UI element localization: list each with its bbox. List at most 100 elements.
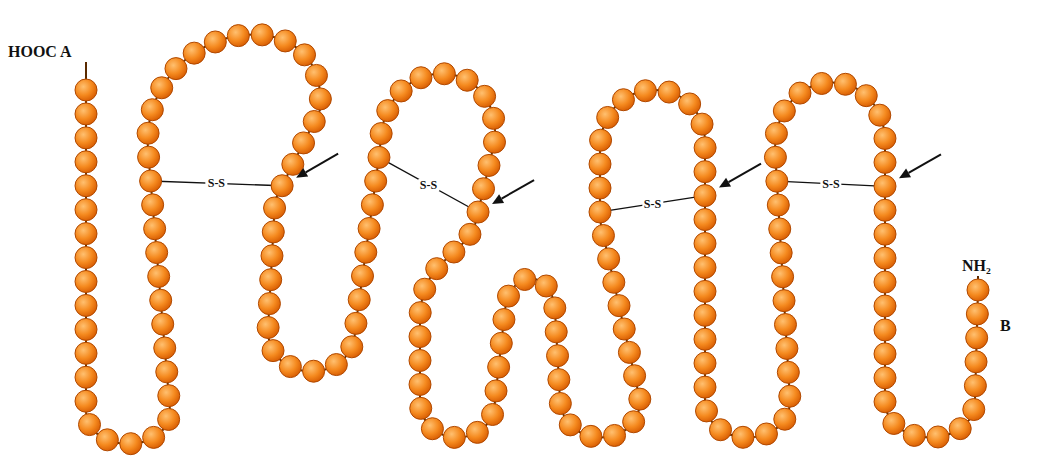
amino-acid-bead — [303, 360, 325, 382]
amino-acid-bead — [779, 385, 801, 407]
amino-acid-bead — [365, 170, 387, 192]
amino-acid-bead — [75, 390, 97, 412]
amino-acid-bead — [257, 317, 279, 339]
amino-acid-bead — [658, 81, 680, 103]
disulfide-label: S-S — [206, 177, 227, 189]
amino-acid-bead — [459, 223, 481, 245]
amino-acid-bead — [75, 342, 97, 364]
amino-acid-bead — [777, 361, 799, 383]
amino-acid-bead — [694, 376, 716, 398]
amino-acid-bead — [140, 170, 162, 192]
amino-acid-bead — [482, 403, 504, 425]
amino-acid-bead — [694, 304, 716, 326]
amino-acid-bead — [156, 361, 178, 383]
amino-acid-bead — [549, 393, 571, 415]
terminus-label: HOOC A — [8, 44, 72, 60]
amino-acid-bead — [590, 129, 612, 151]
amino-acid-bead — [309, 88, 331, 110]
amino-acid-bead — [874, 199, 896, 221]
terminus-stub — [85, 62, 87, 80]
amino-acid-bead — [874, 343, 896, 365]
amino-acid-bead — [874, 295, 896, 317]
amino-acid-bead — [352, 265, 374, 287]
amino-acid-bead — [79, 414, 101, 436]
amino-acid-bead — [694, 209, 716, 231]
amino-acid-bead — [776, 337, 798, 359]
amino-acid-bead — [967, 279, 989, 301]
amino-acid-bead — [589, 201, 611, 223]
amino-acid-bead — [789, 82, 811, 104]
amino-acid-bead — [473, 178, 495, 200]
amino-acid-bead — [966, 303, 988, 325]
arrow-head — [719, 178, 731, 188]
amino-acid-bead — [358, 218, 380, 240]
pointer-arrow — [502, 180, 534, 199]
amino-acid-bead — [535, 275, 557, 297]
amino-acid-bead — [874, 151, 896, 173]
amino-acid-bead — [409, 302, 431, 324]
amino-acid-bead — [608, 295, 630, 317]
amino-acid-bead — [949, 418, 971, 440]
amino-acid-bead — [694, 137, 716, 159]
pointer-arrow — [909, 154, 941, 173]
amino-acid-bead — [559, 414, 581, 436]
amino-acid-bead — [410, 397, 432, 419]
amino-acid-bead — [769, 218, 791, 240]
amino-acid-bead — [251, 24, 273, 46]
amino-acid-bead — [154, 337, 176, 359]
amino-acid-bead — [963, 399, 985, 421]
amino-acid-bead — [433, 63, 455, 85]
amino-acid-bead — [325, 354, 347, 376]
amino-acid-bead — [485, 380, 507, 402]
amino-acid-bead — [589, 153, 611, 175]
amino-acid-bead — [165, 58, 187, 80]
amino-acid-bead — [204, 31, 226, 53]
amino-acid-bead — [732, 426, 754, 448]
amino-acid-bead — [488, 356, 510, 378]
amino-acid-bead — [598, 248, 620, 270]
amino-acid-bead — [883, 412, 905, 434]
disulfide-label: S-S — [642, 198, 663, 210]
amino-acid-bead — [75, 79, 97, 101]
amino-acid-bead — [141, 99, 163, 121]
amino-acid-bead — [694, 232, 716, 254]
amino-acid-bead — [544, 297, 566, 319]
arrow-head — [296, 168, 308, 178]
amino-acid-bead — [264, 197, 286, 219]
disulfide-bond — [379, 157, 478, 212]
amino-acid-bead — [874, 127, 896, 149]
amino-acid-bead — [75, 103, 97, 125]
amino-acid-bead — [478, 154, 500, 176]
amino-acid-bead — [966, 327, 988, 349]
amino-acid-bead — [421, 418, 443, 440]
amino-acid-bead — [483, 131, 505, 153]
amino-acid-bead — [597, 106, 619, 128]
amino-acid-bead — [623, 411, 645, 433]
amino-acid-bead — [75, 223, 97, 245]
amino-acid-bead — [483, 107, 505, 129]
amino-acid-bead — [696, 400, 718, 422]
amino-acid-bead — [765, 122, 787, 144]
amino-acid-bead — [75, 318, 97, 340]
pointer-arrow — [729, 164, 761, 183]
amino-acid-bead — [293, 132, 315, 154]
amino-acid-bead — [767, 194, 789, 216]
amino-acid-bead — [361, 194, 383, 216]
amino-acid-bead — [694, 256, 716, 278]
amino-acid-bead — [151, 77, 173, 99]
amino-acid-bead — [377, 100, 399, 122]
amino-acid-bead — [604, 424, 626, 446]
amino-acid-bead — [694, 280, 716, 302]
amino-acid-bead — [274, 30, 296, 52]
amino-acid-bead — [694, 328, 716, 350]
amino-acid-bead — [75, 199, 97, 221]
amino-acid-bead — [144, 218, 166, 240]
arrow-head — [492, 194, 504, 204]
amino-acid-bead — [874, 367, 896, 389]
amino-acid-bead — [355, 241, 377, 263]
amino-acid-bead — [764, 146, 786, 168]
amino-acid-bead — [443, 426, 465, 448]
amino-acid-bead — [874, 271, 896, 293]
amino-acid-bead — [774, 314, 796, 336]
